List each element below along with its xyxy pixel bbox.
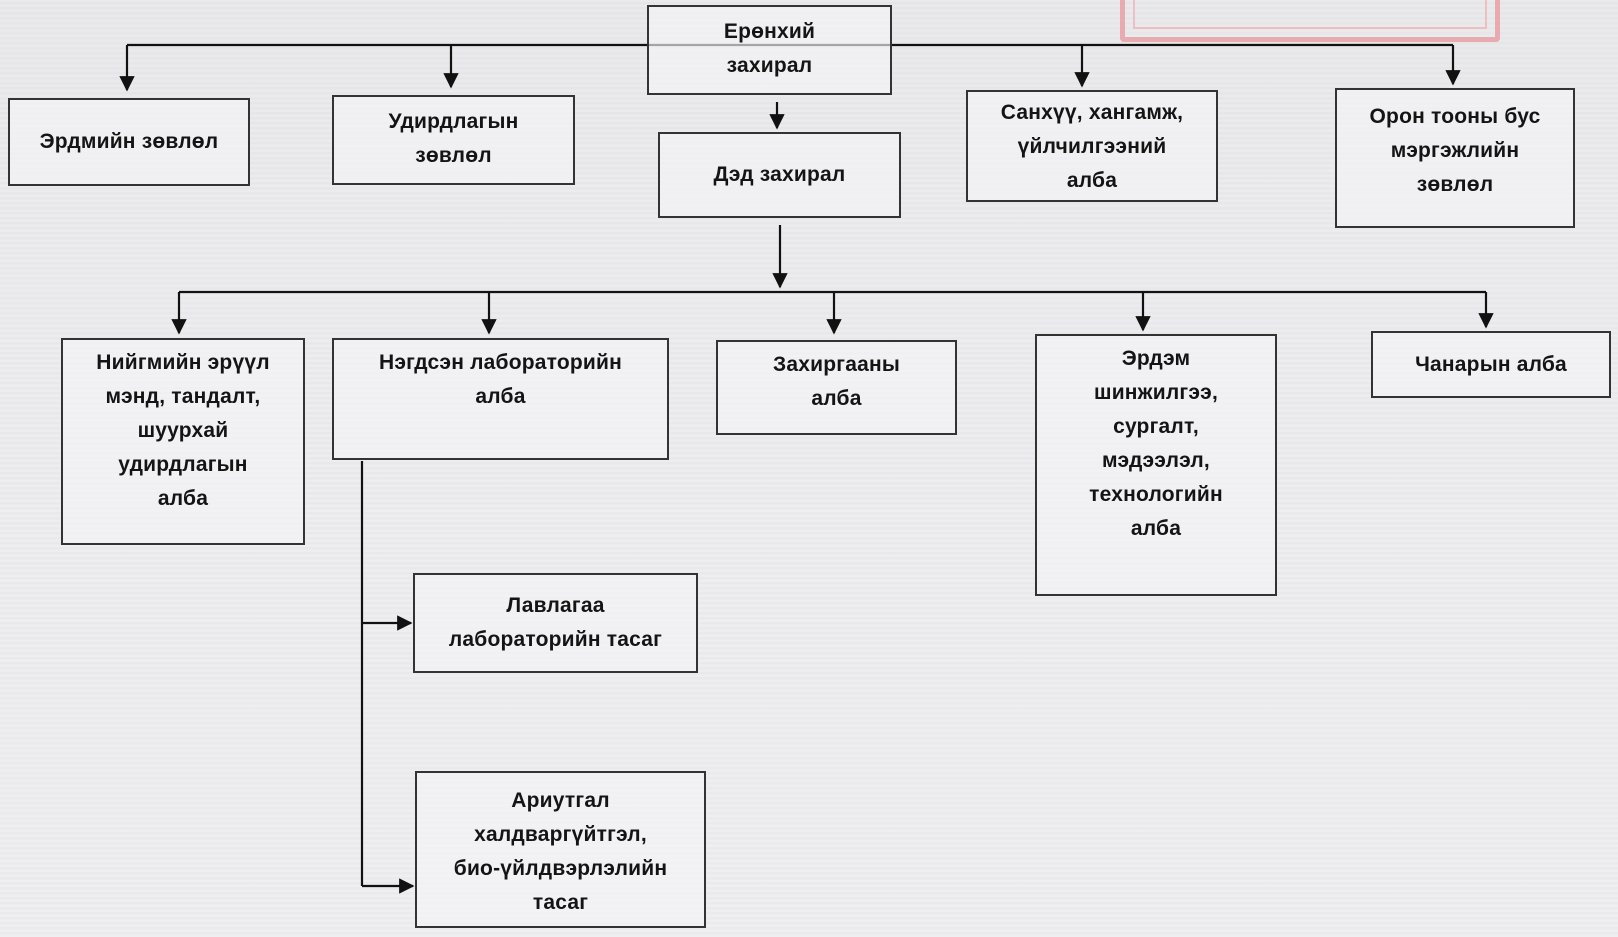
node-label-line: алба xyxy=(157,487,209,510)
node-ded-zakhiral: Дэд захирал xyxy=(658,132,901,218)
node-label-line: Нийгмийн эрүүл xyxy=(96,351,270,374)
stamp-mark xyxy=(1120,0,1500,42)
node-niigmiin-eruul-mend-alba: Нийгмийн эрүүл мэнд, тандалт, шуурхай удирд… xyxy=(61,338,305,545)
node-label-line: Дэд захирал xyxy=(713,163,846,186)
node-label-line: Санхүү, хангамж, xyxy=(1000,101,1184,124)
node-lavlagaa-lab-tasag: Лавлагаа лабораторийн тасаг xyxy=(413,573,698,673)
node-erdem-shinjilgee-alba: Эрдэм шинжилгээ, сургалт, мэдээлэл, технолог… xyxy=(1035,334,1277,596)
node-ariutgal-tasag: Ариутгал халдваргүйтгэл, био-үйлдвэрлэлийн… xyxy=(415,771,706,928)
node-label-line: мэнд, тандалт, xyxy=(105,385,261,408)
node-label-line: Эрдмийн зөвлөл xyxy=(39,130,219,153)
node-label-line: Эрдэм xyxy=(1121,347,1191,370)
node-label-line: лабораторийн тасаг xyxy=(448,628,663,651)
node-label-line: шинжилгээ, xyxy=(1093,381,1218,404)
node-label-line: зөвлөл xyxy=(415,144,492,167)
node-udirdlagyn-zovlol: Удирдлагын зөвлөл xyxy=(332,95,575,185)
node-label-line: Чанарын алба xyxy=(1415,352,1567,376)
node-label-line: шуурхай xyxy=(137,419,229,442)
node-chanaryn-alba: Чанарын алба xyxy=(1371,331,1611,398)
node-label-line: алба xyxy=(1066,169,1118,192)
node-label-line: захирал xyxy=(726,54,813,77)
node-label-line: зөвлөл xyxy=(1416,173,1494,196)
node-negdsen-laboratoriin-alba: Нэгдсэн лабораторийн алба xyxy=(332,338,669,460)
node-label-line: Орон тооны бус xyxy=(1369,105,1541,128)
node-label-line: алба xyxy=(1130,517,1182,540)
node-label-line: мэдээлэл, xyxy=(1102,449,1210,472)
node-label-line: тасаг xyxy=(532,891,589,914)
node-label-line: Захиргааны xyxy=(773,353,900,376)
node-sankhuu-alba: Санхүү, хангамж, үйлчилгээний алба xyxy=(966,90,1218,202)
node-label-line: Удирдлагын xyxy=(388,110,519,133)
node-label-line: био-үйлдвэрлэлийн xyxy=(453,857,668,880)
node-root: Ерөнхий захирал xyxy=(647,5,892,95)
node-label-line: Ерөнхий xyxy=(723,20,816,43)
node-label-line: Лавлагаа xyxy=(506,594,605,617)
node-label-line: халдваргүйтгэл, xyxy=(474,823,647,846)
node-label-line: үйлчилгээний xyxy=(1017,135,1167,158)
node-label-line: сургалт, xyxy=(1113,415,1199,438)
node-label-line: алба xyxy=(811,387,862,410)
node-oron-toony-bus-zovlol: Орон тооны бус мэргэжлийн зөвлөл xyxy=(1335,88,1575,228)
node-erdmiin-zovlol: Эрдмийн зөвлөл xyxy=(8,98,250,186)
node-label-line: Ариутгал xyxy=(511,789,610,812)
node-label-line: технологийн xyxy=(1089,483,1223,506)
node-label-line: мэргэжлийн xyxy=(1390,139,1520,162)
node-label-line: алба xyxy=(475,385,526,408)
node-zakhirgaany-alba: Захиргааны алба xyxy=(716,340,957,435)
node-label-line: удирдлагын xyxy=(118,453,248,476)
node-label-line: Нэгдсэн лабораторийн xyxy=(378,351,623,374)
